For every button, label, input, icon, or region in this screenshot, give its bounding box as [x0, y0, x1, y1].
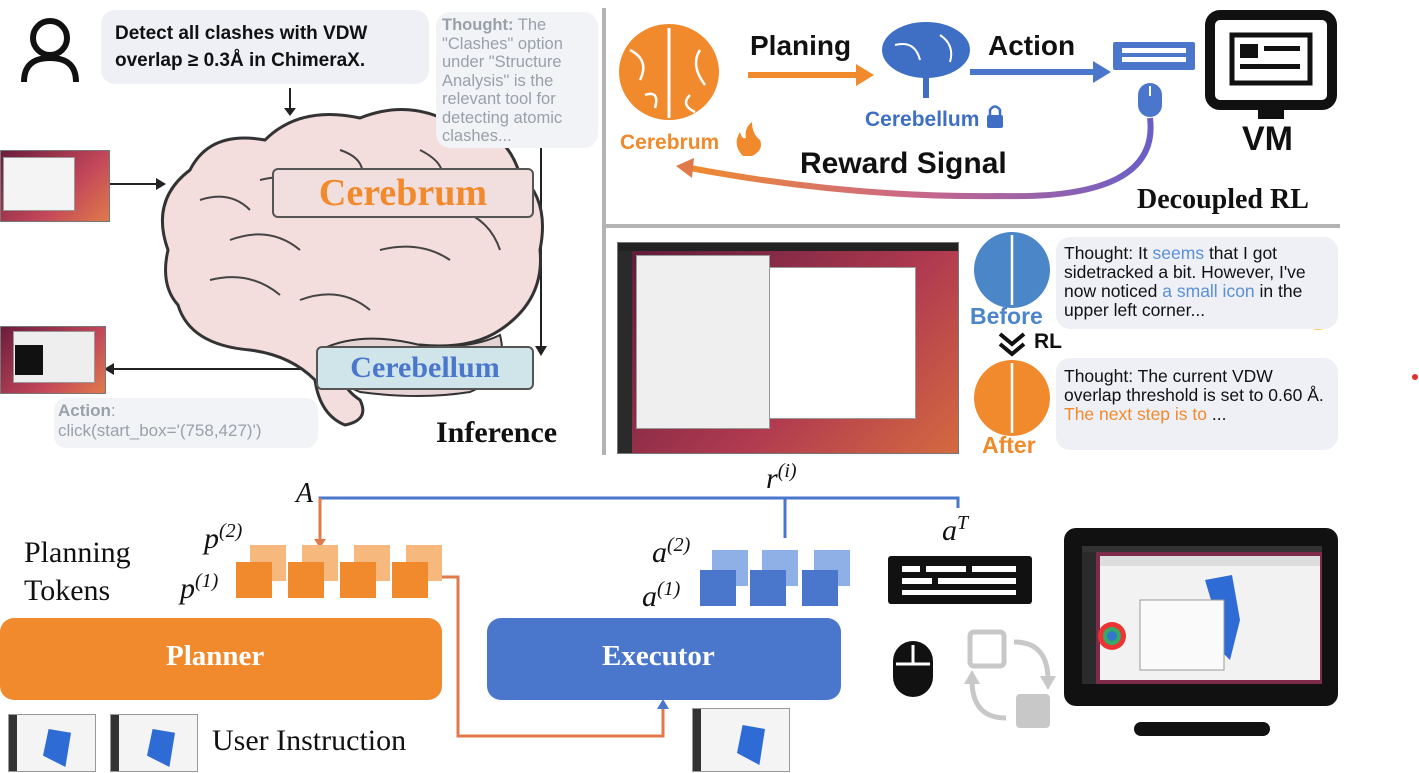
action-label-top: Action	[988, 30, 1076, 61]
inference-label: Inference	[436, 416, 558, 449]
reward-arrow	[689, 117, 1154, 200]
math-A: A	[296, 478, 314, 509]
action-screenshot	[0, 326, 106, 394]
math-a2: a(2)	[652, 534, 690, 570]
a2-base: a	[652, 536, 667, 569]
sync-icon	[964, 629, 1056, 728]
cerebellum-label: Cerebellum	[350, 351, 500, 384]
chimerax-screenshot	[617, 242, 959, 454]
vm-label: VM	[1242, 120, 1293, 158]
thought-text: The "Clashes" option under "Structure An…	[442, 16, 563, 145]
input-screenshot	[0, 150, 110, 222]
r-base: r	[766, 462, 778, 495]
action-text: click(start_box='(758,427)')	[58, 421, 262, 440]
thought1-text-c: in the upper left corner...	[1064, 281, 1303, 320]
instruction-text: Detect all clashes with VDW overlap ≥ 0.…	[115, 23, 368, 71]
thought2-text-a: Thought: The current VDW overlap thresho…	[1064, 366, 1324, 405]
aT-sup: T	[957, 512, 969, 534]
cerebellum-caption: Cerebellum	[865, 108, 980, 131]
thought-after-bubble: Thought: The current VDW overlap thresho…	[1056, 358, 1338, 450]
thought1-text-b: that I got sidetracked a bit. However, I…	[1064, 243, 1306, 301]
thought-label: Thought:	[442, 16, 514, 34]
user-screenshot-1	[8, 714, 96, 772]
keyboard-icon	[1113, 42, 1195, 70]
after-label: After	[982, 432, 1036, 458]
math-aT: aT	[942, 512, 968, 548]
a1-base: a	[642, 580, 657, 613]
keyboard-bottom-icon	[888, 556, 1032, 604]
planning-tokens-line1: Planning	[24, 536, 131, 569]
action-label: Action	[58, 401, 111, 420]
planing-label: Planing	[750, 30, 852, 61]
cerebrum-label-box: Cerebrum	[272, 168, 534, 218]
thought-bubble: Thought: The "Clashes" option under "Str…	[436, 12, 598, 148]
fire-icon	[736, 122, 761, 156]
thought1-text-a: Thought: It	[1064, 243, 1153, 263]
decoupled-rl-label: Decoupled RL	[1137, 184, 1309, 215]
p2-sup: (2)	[219, 520, 243, 542]
planner-box: Planner	[0, 618, 442, 700]
thought-before-bubble: Thought: It seems that I got sidetracked…	[1056, 237, 1338, 329]
instruction-bubble: Detect all clashes with VDW overlap ≥ 0.…	[101, 10, 429, 84]
thought1-highlight-a: seems	[1152, 243, 1205, 263]
a1-sup: (1)	[657, 578, 681, 600]
vm-monitor-icon	[1205, 10, 1337, 119]
cerebrum-orange-brain	[619, 24, 719, 120]
cerebrum-label: Cerebrum	[318, 172, 488, 214]
user-icon	[21, 18, 79, 83]
before-brain	[974, 232, 1050, 308]
math-p1: p(1)	[180, 570, 218, 606]
thought2-text-b: ...	[1207, 404, 1227, 424]
after-brain	[974, 360, 1050, 436]
a2-sup: (2)	[667, 534, 691, 556]
reward-signal-label: Reward Signal	[800, 147, 1007, 180]
planning-tokens-label: Planning Tokens	[24, 534, 131, 610]
p1-sup: (1)	[195, 570, 219, 592]
p1-base: p	[180, 572, 195, 605]
action-bubble: Action: click(start_box='(758,427)')	[54, 398, 318, 448]
mouse-icon	[1138, 83, 1162, 117]
lock-icon	[987, 105, 1003, 128]
thought1-highlight-b: a small icon	[1162, 281, 1255, 301]
p2-base: p	[204, 522, 219, 555]
before-label: Before	[970, 303, 1043, 329]
rl-label: RL	[1034, 330, 1062, 353]
r-sup: (i)	[777, 460, 797, 482]
executor-screenshot	[692, 708, 790, 772]
math-a1: a(1)	[642, 578, 680, 614]
planner-label: Planner	[166, 640, 265, 672]
cerebellum-blue-brain	[882, 22, 970, 98]
cerebellum-label-box: Cerebellum	[316, 346, 534, 390]
mouse-bottom-icon	[893, 641, 933, 697]
executor-box: Executor	[487, 618, 841, 700]
math-r-i: r(i)	[766, 460, 797, 496]
aT-base: a	[942, 514, 957, 547]
computer-monitor	[1064, 528, 1338, 736]
math-p2: p(2)	[204, 520, 242, 556]
planning-tokens-line2: Tokens	[24, 574, 111, 607]
user-screenshot-2	[110, 714, 198, 772]
thought2-highlight: The next step is to	[1064, 404, 1207, 424]
executor-label: Executor	[602, 640, 715, 672]
cerebrum-caption: Cerebrum	[620, 131, 720, 154]
user-instruction-label: User Instruction	[212, 724, 407, 757]
